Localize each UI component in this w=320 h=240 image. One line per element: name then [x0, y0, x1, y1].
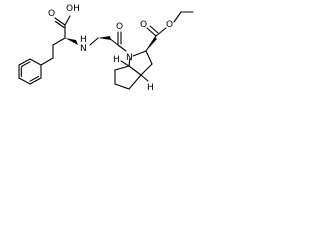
atom-label-bridgehead-h-top: H — [113, 55, 120, 65]
atom-label-amine-h: H — [80, 35, 87, 45]
atom-label-amide-o: O — [116, 22, 123, 32]
stereo-wedge-methyl — [98, 36, 111, 40]
atom-label-ester-ether-o: O — [166, 20, 173, 30]
phenyl-ring — [18, 58, 42, 85]
chemical-structure-diagram: O OH H N O N O O H H — [18, 4, 194, 93]
atom-label-bridgehead-h-bottom: H — [147, 83, 154, 93]
atom-label-carboxyl-o: O — [48, 9, 55, 19]
atom-label-ester-carbonyl-o: O — [140, 20, 147, 30]
bicyclic-ring — [114, 50, 153, 90]
bridgehead-bond-top — [120, 60, 130, 67]
bridgehead-bond-bottom — [140, 74, 149, 82]
stereo-wedge-ester — [146, 37, 157, 51]
alanine-residue — [89, 31, 127, 52]
atom-label-ring-n: N — [126, 53, 133, 63]
ethyl-ester — [145, 11, 194, 52]
atom-label-hydroxyl: OH — [66, 4, 80, 14]
homophenylalanine-chain — [40, 15, 71, 66]
atom-label-amine-n: N — [80, 44, 87, 54]
stereo-wedge-alpha — [65, 38, 78, 45]
